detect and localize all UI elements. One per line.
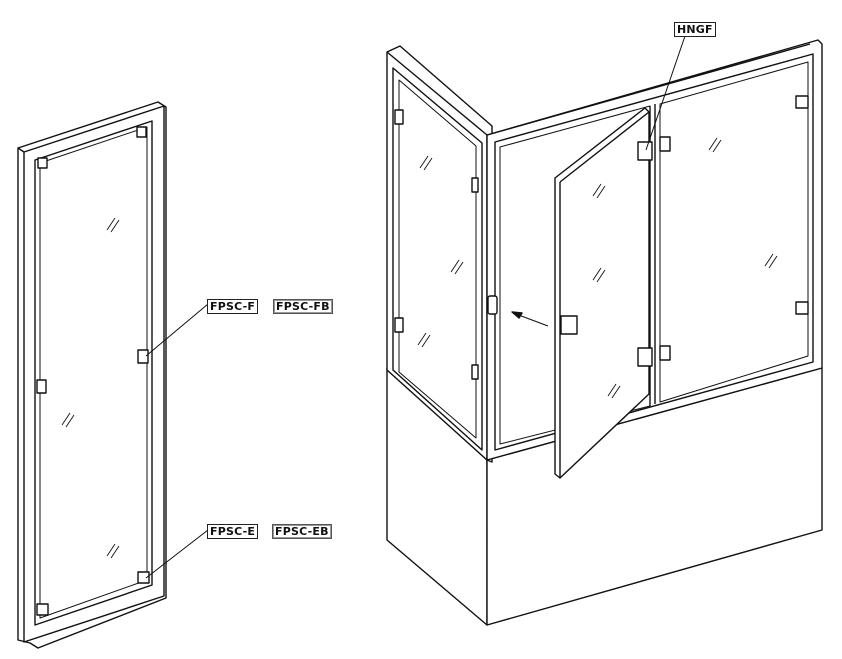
glass-marks <box>417 137 778 399</box>
label-hngf: HNGF <box>674 22 716 37</box>
door-handle <box>560 315 578 335</box>
door-strike <box>487 295 498 315</box>
hinge-top <box>637 141 653 161</box>
glass-door <box>554 107 650 479</box>
clip-fpsc-f <box>137 349 149 364</box>
arrow-icon <box>511 311 523 319</box>
enclosure-assembly <box>386 35 823 626</box>
hinge-bottom <box>637 347 653 367</box>
label-fpsc-eb: FPSC-EB <box>272 524 332 539</box>
standalone-glass-panel <box>17 101 209 649</box>
label-fpsc-f: FPSC-F <box>207 299 259 314</box>
clip-fpsc-e <box>137 571 150 584</box>
glass-marks <box>61 217 120 559</box>
label-fpsc-e: FPSC-E <box>207 524 259 539</box>
label-fpsc-fb: FPSC-FB <box>273 299 333 314</box>
